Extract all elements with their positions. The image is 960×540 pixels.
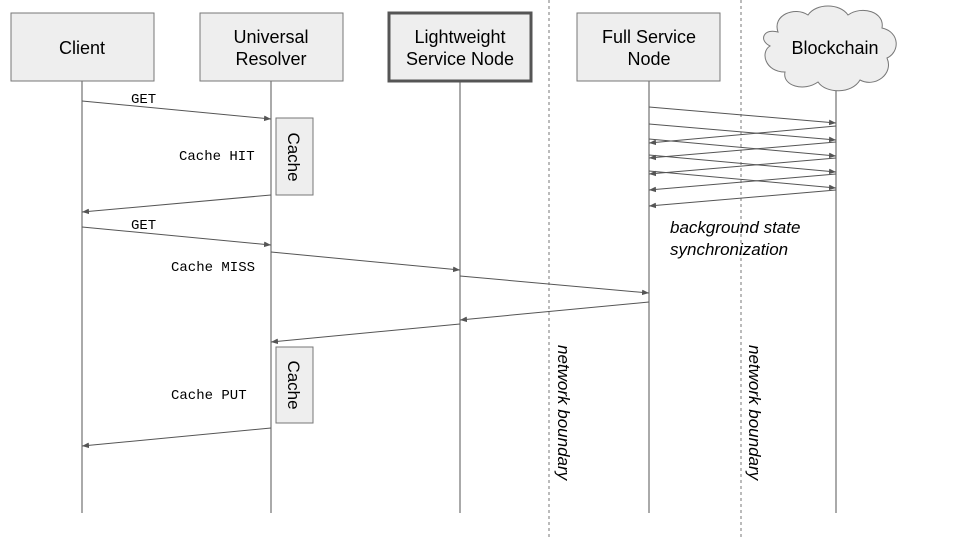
- sync-label-line1: background state: [670, 218, 800, 237]
- resolver-label-line2: Resolver: [235, 49, 306, 69]
- sync-arrow-3: [648, 123, 837, 143]
- arrow-resolver-to-lsn: [270, 251, 461, 273]
- resolver-label-line1: Universal: [233, 27, 308, 47]
- arrow-lsn-to-resolver: [270, 323, 461, 345]
- get-label-2: GET: [131, 218, 156, 234]
- client-actor: Client: [10, 12, 155, 82]
- cloud-icon: [763, 5, 897, 92]
- cache-box-2-label: Cache: [284, 360, 303, 409]
- cache-miss-label: Cache MISS: [171, 260, 255, 276]
- arrow-get-1: [81, 100, 272, 122]
- network-boundary-label-1: network boundary: [554, 345, 573, 482]
- get-label-1: GET: [131, 92, 156, 108]
- cache-hit-label: Cache HIT: [179, 149, 255, 165]
- blockchain-actor: Blockchain: [763, 5, 897, 92]
- sync-arrow-5: [648, 138, 837, 159]
- fsn-actor: Full Service Node: [576, 12, 721, 82]
- lsn-label-line2: Service Node: [406, 49, 514, 69]
- sync-arrow-2: [648, 125, 837, 146]
- sync-arrow-4: [648, 141, 837, 161]
- blockchain-label: Blockchain: [791, 38, 878, 58]
- client-label: Client: [59, 38, 105, 58]
- fsn-label-line1: Full Service: [602, 27, 696, 47]
- fsn-label-line2: Node: [627, 49, 670, 69]
- resolver-actor: Universal Resolver: [199, 12, 344, 82]
- arrow-fsn-to-lsn: [459, 301, 650, 323]
- sync-label-line2: synchronization: [670, 240, 788, 259]
- sync-arrow-9: [648, 170, 837, 191]
- lsn-actor: Lightweight Service Node: [387, 11, 533, 83]
- arrow-hit-response: [81, 194, 272, 215]
- sync-arrow-6: [648, 157, 837, 177]
- arrow-put-response: [81, 427, 272, 449]
- cache-box-1-label: Cache: [284, 132, 303, 181]
- sync-arrow-7: [648, 154, 837, 175]
- arrow-lsn-to-fsn: [459, 275, 650, 296]
- cache-box-2: Cache: [275, 346, 314, 424]
- sync-arrows: [648, 106, 837, 209]
- network-boundary-label-2: network boundary: [745, 345, 764, 482]
- sync-arrow-8: [648, 173, 837, 193]
- cache-box-1: Cache: [275, 117, 314, 196]
- arrow-get-2: [81, 226, 272, 248]
- cache-put-label: Cache PUT: [171, 388, 247, 404]
- sync-arrow-1: [648, 106, 837, 126]
- lsn-label-line1: Lightweight: [414, 27, 505, 47]
- sync-arrow-10: [648, 189, 837, 209]
